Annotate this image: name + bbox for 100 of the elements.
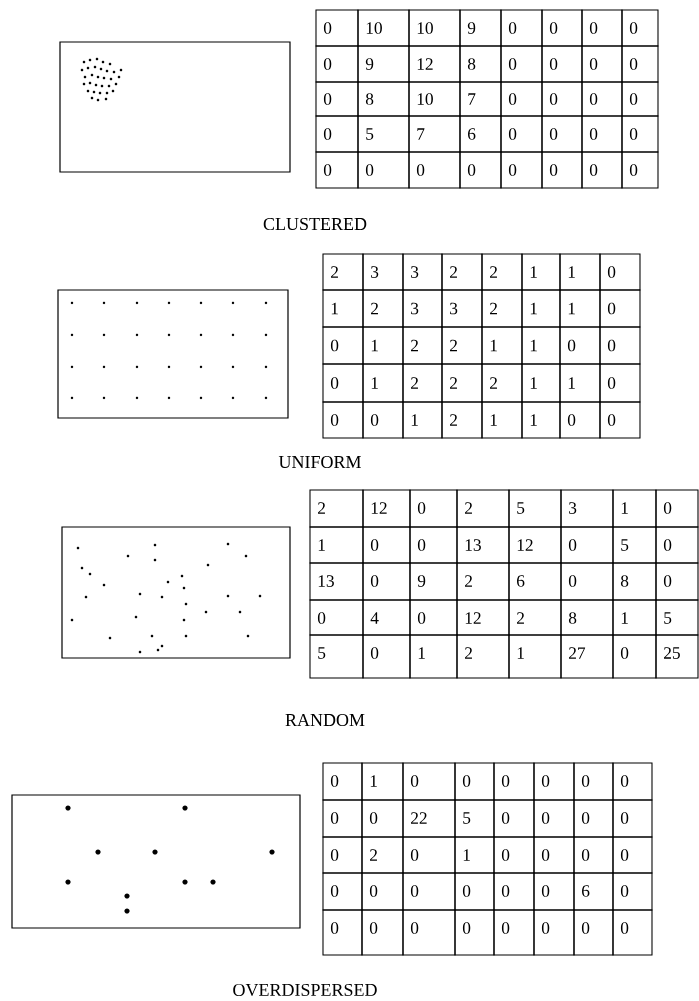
table-cell: 0 [612, 634, 657, 679]
table-cell: 0 [612, 836, 653, 874]
table-cell: 0 [655, 489, 699, 528]
table-cell: 0 [621, 81, 659, 117]
table-cell: 5 [655, 599, 699, 636]
table-cell: 0 [493, 836, 535, 874]
table-cell: 0 [612, 799, 653, 838]
table-cell: 0 [493, 799, 535, 838]
table-cell: 0 [315, 81, 359, 117]
table-cell: 2 [481, 253, 523, 291]
table-cell: 0 [612, 762, 653, 801]
table-cell: 1 [454, 836, 495, 874]
table-cell: 0 [402, 872, 456, 911]
table-cell: 0 [599, 253, 641, 291]
table-cell: 5 [454, 799, 495, 838]
table-cell: 8 [612, 562, 657, 601]
table-cell: 0 [454, 909, 495, 956]
table-cell: 1 [559, 289, 601, 328]
table-cell: 0 [500, 151, 543, 189]
table-cell: 1 [612, 489, 657, 528]
table-cell: 0 [541, 9, 583, 47]
table-cell: 0 [357, 151, 410, 189]
table-cell: 0 [402, 836, 456, 874]
table-cell: 1 [361, 762, 404, 801]
table-cell: 0 [362, 562, 411, 601]
table-cell: 5 [508, 489, 562, 528]
table-cell: 0 [655, 526, 699, 564]
table-cell: 0 [402, 909, 456, 956]
table-cell: 0 [408, 151, 461, 189]
table-cell: 0 [559, 326, 601, 365]
table-cell: 1 [322, 289, 364, 328]
table-cell: 8 [357, 81, 410, 117]
table-cell: 2 [456, 489, 510, 528]
table-cell: 9 [459, 9, 502, 47]
table-cell: 25 [655, 634, 699, 679]
table-cell: 8 [560, 599, 614, 636]
table-cell: 0 [541, 115, 583, 153]
table-cell: 7 [408, 115, 461, 153]
table-cell: 0 [599, 401, 641, 439]
table-cell: 0 [541, 151, 583, 189]
table-cell: 1 [521, 253, 561, 291]
table-cell: 0 [581, 45, 623, 83]
table-cell: 9 [357, 45, 410, 83]
table-cell: 2 [402, 363, 443, 403]
table-cell: 13 [456, 526, 510, 564]
table-cell: 0 [361, 909, 404, 956]
table-cell: 1 [309, 526, 364, 564]
table-cell: 0 [500, 45, 543, 83]
table-cell: 1 [409, 634, 458, 679]
table-cell: 0 [362, 401, 404, 439]
table-cell: 3 [560, 489, 614, 528]
table-cell: 0 [581, 151, 623, 189]
table-cell: 1 [612, 599, 657, 636]
table-cell: 0 [581, 115, 623, 153]
table-cell: 12 [408, 45, 461, 83]
table-cell: 0 [409, 526, 458, 564]
table-cell: 0 [581, 81, 623, 117]
table-cell: 0 [655, 562, 699, 601]
table-cell: 6 [508, 562, 562, 601]
table-cell: 1 [559, 363, 601, 403]
table-cell: 5 [309, 634, 364, 679]
table-cell: 2 [481, 289, 523, 328]
table-cell: 3 [441, 289, 483, 328]
table-cell: 0 [573, 762, 614, 801]
table-cell: 0 [315, 115, 359, 153]
table-cell: 0 [361, 872, 404, 911]
table-cell: 0 [560, 562, 614, 601]
table-cell: 0 [612, 909, 653, 956]
table-cell: 0 [315, 9, 359, 47]
table-cell: 13 [309, 562, 364, 601]
table-cell: 0 [560, 526, 614, 564]
table-cell: 0 [322, 836, 363, 874]
table-cell: 1 [362, 363, 404, 403]
table-cell: 0 [541, 45, 583, 83]
table-cell: 0 [322, 762, 363, 801]
table-cell: 0 [533, 872, 575, 911]
table-cell: 1 [521, 401, 561, 439]
table-cell: 1 [402, 401, 443, 439]
table-cell: 0 [309, 599, 364, 636]
table-cell: 2 [322, 253, 364, 291]
table-cell: 0 [612, 872, 653, 911]
table-cell: 4 [362, 599, 411, 636]
table-cell: 0 [500, 81, 543, 117]
table-cell: 0 [599, 326, 641, 365]
table-cell: 2 [456, 634, 510, 679]
table-cell: 12 [508, 526, 562, 564]
panel-title: RANDOM [285, 713, 365, 727]
table-cell: 0 [322, 363, 364, 403]
table-cell: 0 [322, 872, 363, 911]
table-cell: 0 [322, 326, 364, 365]
table-cell: 0 [533, 836, 575, 874]
table-cell: 0 [621, 9, 659, 47]
table-cell: 0 [362, 634, 411, 679]
table-cell: 0 [541, 81, 583, 117]
table-cell: 0 [493, 909, 535, 956]
table-cell: 0 [621, 115, 659, 153]
table-cell: 0 [500, 9, 543, 47]
table-cell: 0 [533, 799, 575, 838]
table-cell: 0 [599, 289, 641, 328]
table-cell: 2 [441, 326, 483, 365]
